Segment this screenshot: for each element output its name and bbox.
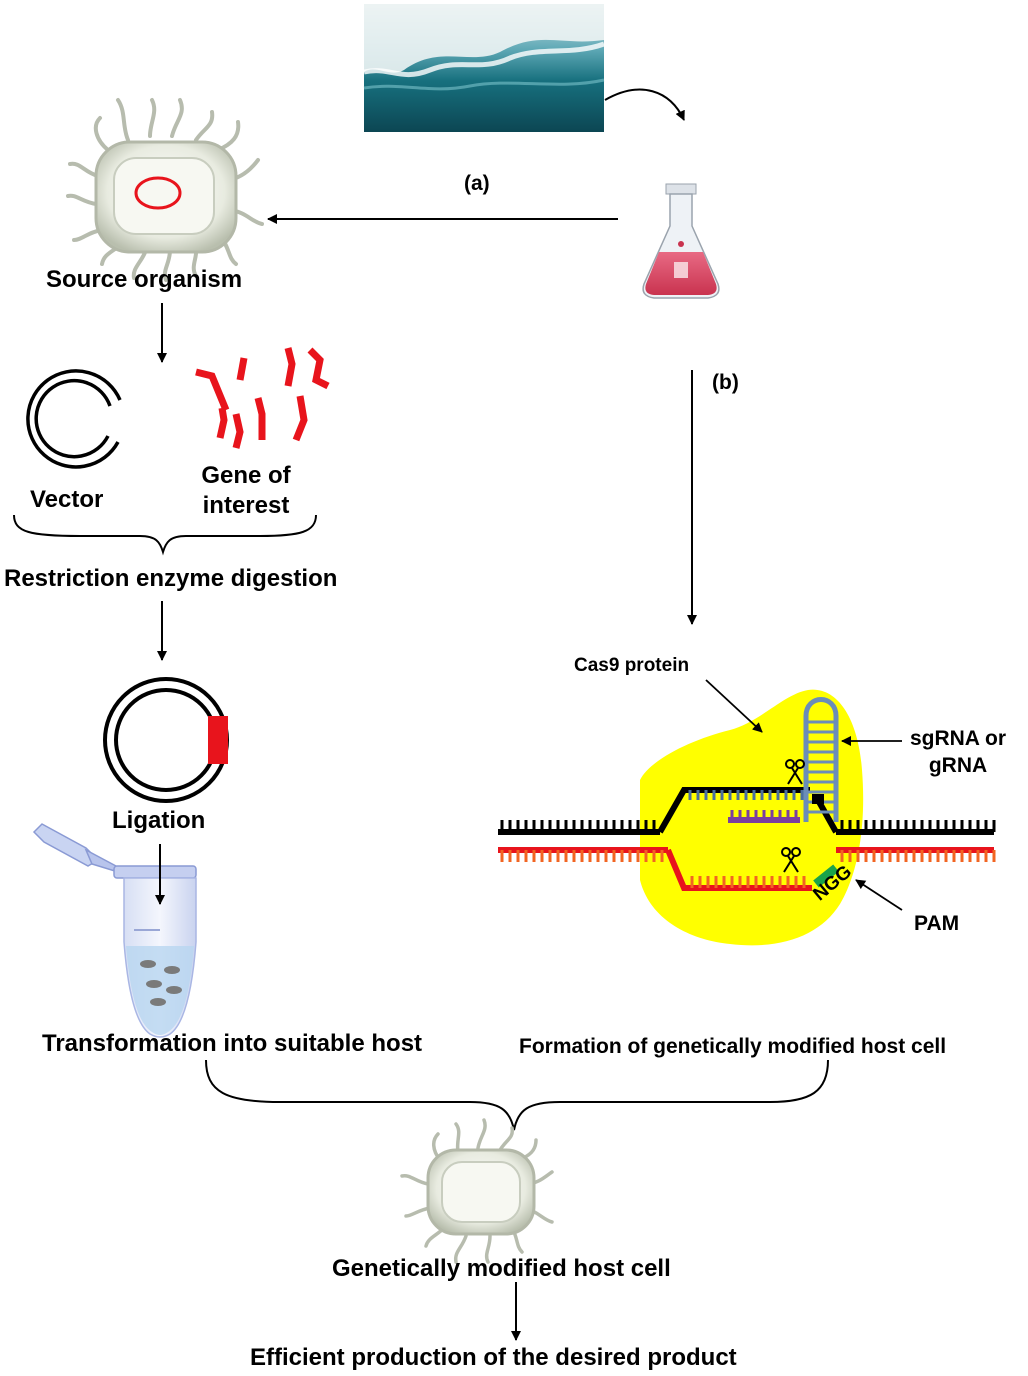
brace-restriction	[13, 514, 317, 556]
label-gm-host: Genetically modified host cell	[332, 1255, 671, 1282]
brace-merge	[205, 1059, 829, 1131]
plasmid-ring	[134, 176, 182, 210]
gene-line-2: interest	[202, 492, 290, 519]
sgrna-hairpin	[803, 697, 839, 822]
label-cas9: Cas9 protein	[574, 655, 690, 676]
label-product: Efficient production of the desired prod…	[250, 1344, 737, 1371]
cas9-complex	[498, 689, 996, 946]
pam-pointer	[855, 879, 903, 911]
vector-icon	[26, 369, 122, 469]
erlenmeyer-flask-icon	[642, 183, 720, 299]
gene-line-1: Gene of	[201, 462, 291, 489]
label-b: (b)	[712, 371, 739, 394]
cas9-pointer	[705, 679, 763, 733]
label-pam: PAM	[914, 912, 960, 935]
label-ligation: Ligation	[112, 807, 206, 834]
ocean-water-image	[363, 4, 605, 132]
microcentrifuge-tube-icon	[32, 823, 197, 1038]
source-cell-inner	[113, 157, 215, 235]
label-source-organism: Source organism	[46, 266, 243, 293]
label-a: (a)	[464, 172, 490, 195]
sea-to-flask-arrow	[604, 88, 685, 121]
sgrna-line-1: sgRNA or	[909, 727, 1007, 750]
label-vector: Vector	[30, 486, 104, 513]
recombinant-plasmid-icon	[103, 677, 229, 803]
scissors-icon	[781, 759, 805, 873]
gm-cell-inner	[441, 1161, 521, 1223]
gene-fragments-icon	[195, 347, 330, 449]
label-gene-of-interest: Gene of interest	[188, 464, 304, 518]
label-restriction: Restriction enzyme digestion	[4, 565, 338, 592]
label-sgrna: sgRNA or gRNA	[898, 728, 1018, 776]
label-transformation: Transformation into suitable host	[42, 1030, 423, 1057]
sgrna-line-2: gRNA	[928, 754, 988, 777]
pam-segment	[813, 864, 839, 888]
label-formation: Formation of genetically modified host c…	[519, 1035, 947, 1058]
